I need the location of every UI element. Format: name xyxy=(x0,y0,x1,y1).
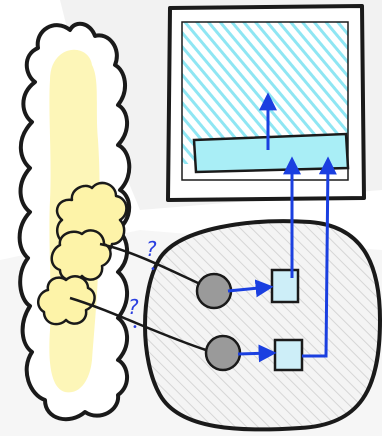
round-module xyxy=(145,221,380,429)
upper-question-dot: • xyxy=(150,264,156,275)
arrow-node-to-box-lower xyxy=(238,353,273,354)
upper-link-question: ? xyxy=(146,237,157,261)
screen-panel xyxy=(168,6,364,200)
node-circle-lower xyxy=(206,336,240,370)
screen-bar xyxy=(194,134,348,172)
square-box-lower xyxy=(275,340,302,370)
square-box-upper xyxy=(272,270,298,302)
node-circle-upper xyxy=(197,274,231,308)
lower-question-dot: • xyxy=(132,322,138,333)
lower-link-question: ? xyxy=(128,295,139,319)
